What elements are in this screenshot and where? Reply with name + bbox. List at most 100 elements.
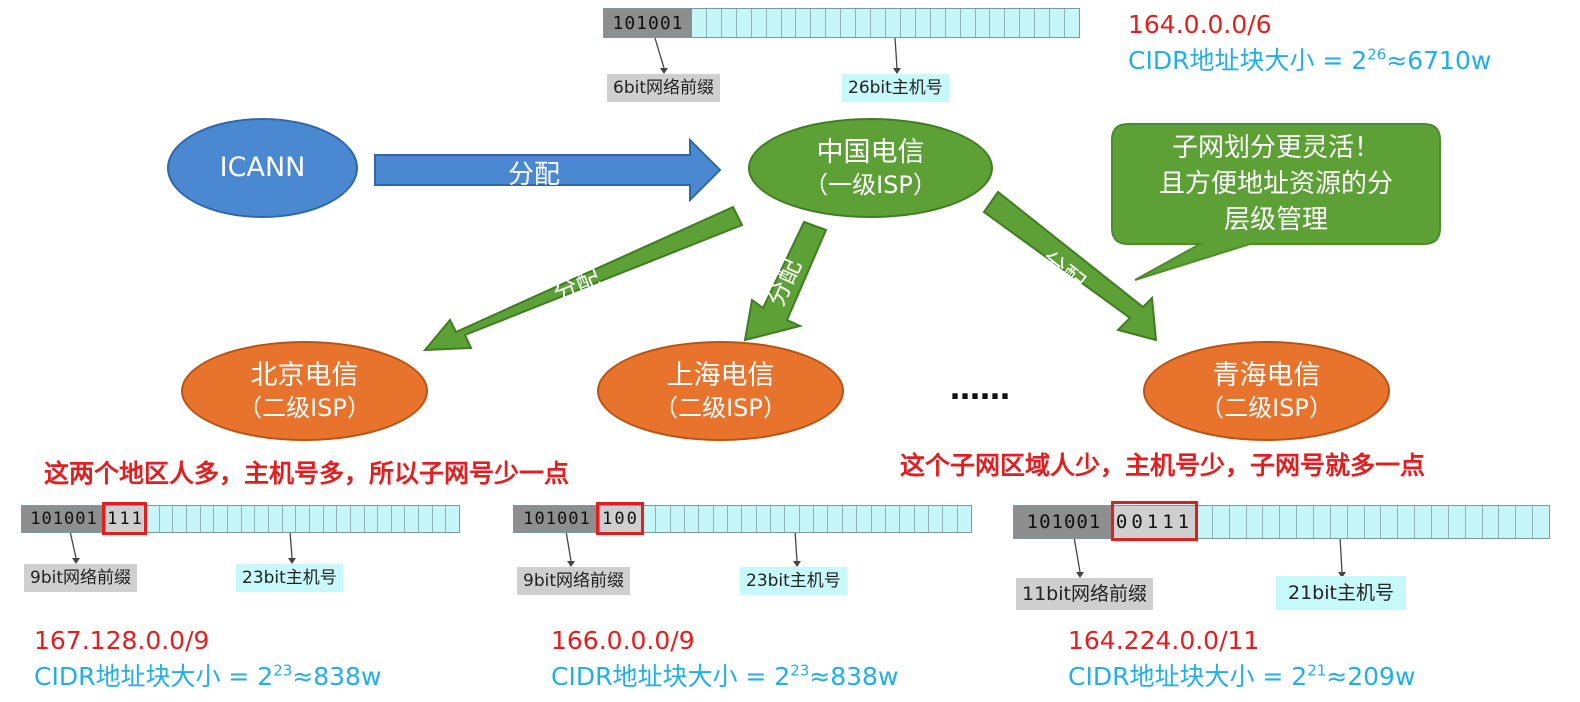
allocation-arrow-right <box>982 190 1158 342</box>
host-bit-cell <box>159 506 174 532</box>
host-bit-cell <box>200 506 215 532</box>
host-bit-cell <box>1263 506 1281 538</box>
block1-prefix-bits: 101001 <box>22 506 106 532</box>
host-bit-cell <box>736 9 752 37</box>
qinghai-telecom-title: 青海电信 <box>1212 360 1321 391</box>
host-bit-cell <box>871 9 886 37</box>
host-bit-cell <box>391 506 406 532</box>
host-bit-cell <box>282 506 297 532</box>
top-size-exp: 26 <box>1367 45 1387 64</box>
block2-size-exp: 23 <box>790 661 810 680</box>
top-host-label: 26bit主机号 <box>842 74 949 102</box>
host-bit-cell <box>1314 506 1331 538</box>
host-bit-cell <box>1432 506 1449 538</box>
host-bit-cell <box>885 506 901 532</box>
host-bit-cell <box>828 506 843 532</box>
shanghai-telecom-sub: （二级ISP） <box>654 394 787 422</box>
block1-bit-strip: 101001 111 <box>21 505 460 533</box>
host-bit-cell <box>766 9 782 37</box>
host-bit-cell <box>309 506 324 532</box>
host-bit-cell <box>692 9 707 37</box>
china-telecom-node: 中国电信 （一级ISP） <box>748 118 993 218</box>
host-bit-cell <box>742 506 757 532</box>
host-bit-cell <box>785 506 800 532</box>
icann-label: ICANN <box>219 152 306 183</box>
host-bit-cell <box>296 506 310 532</box>
host-bit-cell <box>900 506 915 532</box>
host-bit-cell <box>1005 9 1021 37</box>
host-bit-cell <box>323 506 338 532</box>
block1-size-suffix: ≈838w <box>292 662 382 691</box>
host-bit-cell <box>1465 506 1483 538</box>
host-bit-cell <box>378 506 392 532</box>
host-bit-cell <box>255 506 269 532</box>
block2-host-label: 23bit主机号 <box>740 567 847 595</box>
host-bit-cell <box>841 9 857 37</box>
block2-size-prefix: CIDR地址块大小 = 2 <box>551 662 791 691</box>
host-bit-cell <box>871 506 886 532</box>
host-bit-cell <box>656 506 671 532</box>
block2-subnet-bits: 100 <box>600 506 642 532</box>
beijing-telecom-title: 北京电信 <box>250 360 359 391</box>
host-bit-cell <box>350 506 365 532</box>
block3-cidr: 164.224.0.0/11 <box>1068 626 1260 655</box>
host-bit-cell <box>842 506 858 532</box>
host-bit-cell <box>146 506 160 532</box>
top-prefix-label: 6bit网络前缀 <box>607 74 720 102</box>
block1-prefix-label: 9bit网络前缀 <box>24 564 137 592</box>
host-bit-cell <box>1297 506 1315 538</box>
ellipsis: …… <box>950 372 1010 407</box>
block3-size-exp: 21 <box>1307 661 1327 680</box>
block3-host-label: 21bit主机号 <box>1276 576 1406 610</box>
block3-size-suffix: ≈209w <box>1326 662 1416 691</box>
block3-size: CIDR地址块大小 = 221≈209w <box>1068 660 1415 694</box>
host-bit-cell <box>1448 506 1466 538</box>
block1-size-prefix: CIDR地址块大小 = 2 <box>34 662 274 691</box>
top-prefix-bits: 101001 <box>604 9 692 37</box>
host-bit-cell <box>928 506 944 532</box>
icann-node: ICANN <box>167 118 358 218</box>
block3-bit-strip: 101001 00111 <box>1013 505 1550 539</box>
host-bit-cell <box>227 506 242 532</box>
block3-subnet-bits: 00111 <box>1114 506 1196 538</box>
block2-size-suffix: ≈838w <box>809 662 899 691</box>
block2-size: CIDR地址块大小 = 223≈838w <box>551 660 898 694</box>
host-bit-cell <box>173 506 187 532</box>
host-bit-cell <box>241 506 256 532</box>
host-bit-cell <box>1516 506 1534 538</box>
host-bit-cell <box>915 9 931 37</box>
host-bit-cell <box>885 9 901 37</box>
host-bit-cell <box>943 506 958 532</box>
top-block-size: CIDR地址块大小 = 226≈6710w <box>1128 44 1491 78</box>
host-bit-cell <box>1050 9 1066 37</box>
host-bit-cell <box>706 9 722 37</box>
host-bit-cell <box>728 506 743 532</box>
china-telecom-title: 中国电信 <box>816 137 925 168</box>
host-bit-cell <box>1246 506 1264 538</box>
host-bit-cell <box>446 506 460 532</box>
block1-cidr: 167.128.0.0/9 <box>34 626 210 655</box>
top-size-prefix: CIDR地址块大小 = 2 <box>1128 46 1368 75</box>
host-bit-cell <box>1499 506 1517 538</box>
callout-text: 子网划分更灵活！ 且方便地址资源的分 层级管理 <box>1120 130 1432 238</box>
block2-prefix-bits: 101001 <box>514 506 600 532</box>
callout-line-1: 子网划分更灵活！ <box>1171 133 1380 163</box>
block2-bit-strip: 101001 100 <box>513 505 972 533</box>
beijing-telecom-node: 北京电信 （二级ISP） <box>181 341 428 441</box>
host-bit-cell <box>930 9 946 37</box>
host-bit-cell <box>432 506 447 532</box>
host-bit-cell <box>781 9 797 37</box>
host-bit-cell <box>1533 506 1550 538</box>
host-bit-cell <box>811 9 827 37</box>
host-bit-cell <box>914 506 929 532</box>
host-bit-cell <box>268 506 283 532</box>
host-bit-cell <box>214 506 228 532</box>
block1-host-cells <box>146 506 460 532</box>
block1-size-exp: 23 <box>273 661 293 680</box>
block3-prefix-bits: 101001 <box>1014 506 1114 538</box>
host-bit-cell <box>1347 506 1365 538</box>
host-bit-cell <box>1330 506 1348 538</box>
block3-size-prefix: CIDR地址块大小 = 2 <box>1068 662 1308 691</box>
shanghai-telecom-node: 上海电信 （二级ISP） <box>597 341 844 441</box>
host-bit-cell <box>1212 506 1230 538</box>
